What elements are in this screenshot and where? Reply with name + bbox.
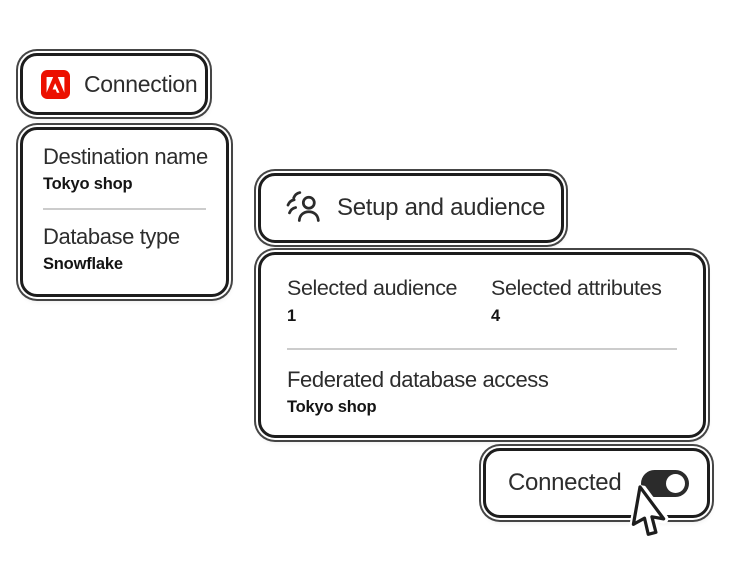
divider <box>287 348 677 350</box>
database-type-value: Snowflake <box>43 255 123 273</box>
selected-audience-stat: Selected audience 1 <box>287 275 491 326</box>
federated-access-label: Federated database access <box>287 367 549 392</box>
toggle-knob[interactable] <box>666 473 685 493</box>
connection-card: Connection <box>20 53 208 115</box>
database-type-field: Database type Snowflake <box>43 223 206 274</box>
selected-attributes-value: 4 <box>491 307 500 325</box>
connected-card: Connected <box>483 448 710 518</box>
destination-name-field: Destination name Tokyo shop <box>43 143 208 194</box>
connected-label: Connected <box>508 469 622 496</box>
setup-audience-card-title: Setup and audience <box>337 194 546 221</box>
selected-audience-label: Selected audience <box>287 276 458 300</box>
selected-audience-value: 1 <box>287 307 296 325</box>
audience-icon <box>284 189 322 227</box>
setup-audience-card: Setup and audience <box>258 173 564 243</box>
selected-attributes-label: Selected attributes <box>491 276 662 300</box>
destination-details-card: Destination name Tokyo shop Database typ… <box>20 127 229 297</box>
summary-card: Selected audience 1 Selected attributes … <box>258 252 706 438</box>
connection-card-title: Connection <box>84 70 198 97</box>
divider <box>43 208 206 210</box>
adobe-logo-icon <box>40 69 71 99</box>
stats-row: Selected audience 1 Selected attributes … <box>287 275 677 326</box>
arrow-pointer-icon <box>626 482 674 552</box>
destination-name-label: Destination name <box>43 144 208 169</box>
destination-name-value: Tokyo shop <box>43 175 133 193</box>
selected-attributes-stat: Selected attributes 4 <box>491 275 662 326</box>
database-type-label: Database type <box>43 224 180 249</box>
federated-access-value: Tokyo shop <box>287 398 377 416</box>
federated-access-field: Federated database access Tokyo shop <box>287 366 677 417</box>
